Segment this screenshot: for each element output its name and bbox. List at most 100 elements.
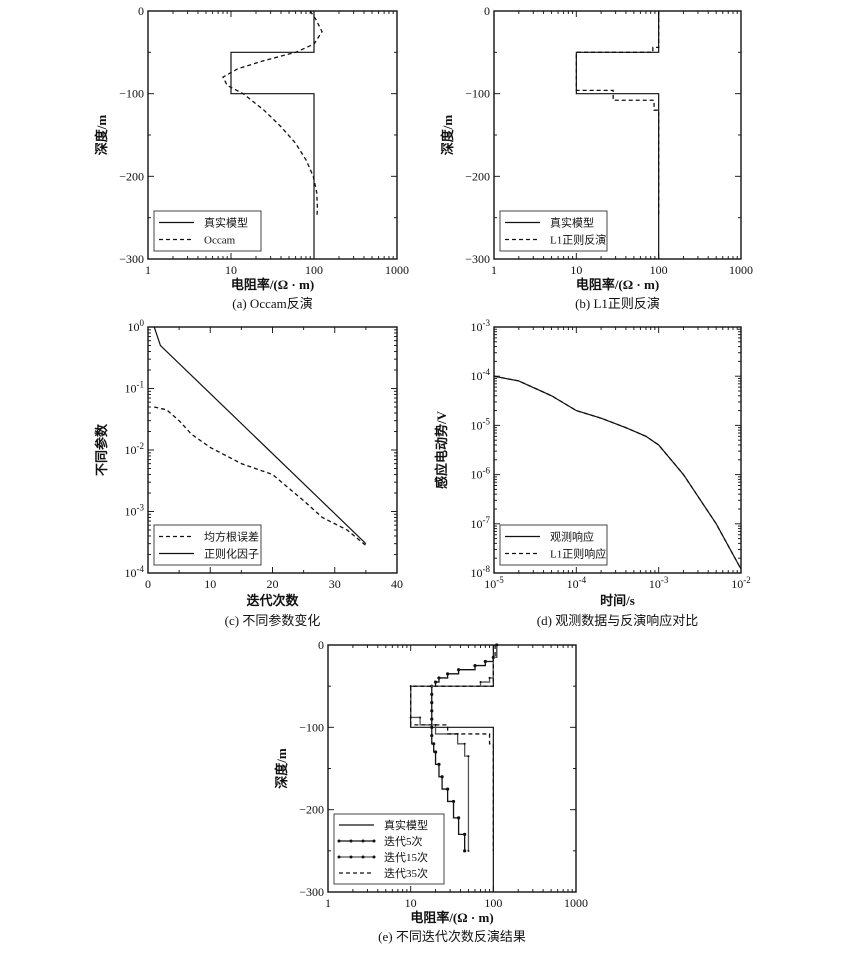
x-tick-label: 10 <box>405 896 417 910</box>
series-marker <box>437 762 441 766</box>
y-tick-label: −300 <box>119 252 144 266</box>
y-tick-label: −300 <box>465 252 490 266</box>
legend <box>153 210 262 252</box>
legend-marker <box>361 855 365 859</box>
y-tick-label: 10-5 <box>471 416 491 432</box>
x-tick-label: 10 <box>225 263 237 277</box>
legend-label: 正则化因子 <box>204 547 259 561</box>
y-tick-label: 10-6 <box>471 466 491 482</box>
series-line <box>154 406 367 547</box>
chart-caption: (e) 不同迭代次数反演结果 <box>378 929 526 944</box>
y-tick-label: −200 <box>465 169 490 183</box>
series-marker <box>430 709 434 713</box>
series-marker <box>483 659 487 664</box>
plot-frame <box>327 644 577 893</box>
legend-marker <box>337 855 341 859</box>
x-tick-label: 10-3 <box>649 575 669 591</box>
series-line <box>222 10 323 218</box>
legend <box>499 524 608 566</box>
series-marker <box>463 742 466 745</box>
series-marker <box>479 681 482 684</box>
series-line <box>431 645 498 851</box>
y-tick-label: 10-4 <box>471 367 491 383</box>
y-axis-label: 感应电动势/V <box>434 410 449 489</box>
x-axis-label: 电阻率/(Ω · m) <box>231 277 314 292</box>
y-tick-label: 100 <box>128 318 145 334</box>
x-tick-label: 40 <box>391 577 403 591</box>
series-marker <box>446 672 450 676</box>
y-tick-label: −200 <box>119 169 144 183</box>
series-marker <box>430 692 434 697</box>
x-tick-label: 1000 <box>729 263 753 277</box>
x-tick-label: 1 <box>145 263 151 277</box>
series-marker <box>437 676 441 680</box>
y-tick-label: 0 <box>138 4 144 18</box>
x-tick-label: 100 <box>650 263 668 277</box>
y-tick-label: 10-1 <box>125 380 145 396</box>
legend-label: L1正则响应 <box>550 547 606 561</box>
chart-caption: (c) 不同参数变化 <box>225 613 321 628</box>
legend-marker <box>361 839 365 843</box>
series-line <box>153 326 367 545</box>
x-tick-label: 10 <box>570 263 582 277</box>
series-marker <box>430 717 434 721</box>
y-axis-label: 深度/m <box>274 748 289 789</box>
legend <box>153 524 262 566</box>
legend-marker <box>337 839 341 843</box>
plot-frame <box>493 326 742 574</box>
series-line <box>410 645 498 851</box>
x-axis-label: 迭代次数 <box>246 593 299 608</box>
legend-marker <box>349 855 353 859</box>
x-tick-label: 1000 <box>385 263 409 277</box>
series-marker <box>463 849 467 853</box>
legend-marker <box>372 855 376 859</box>
plot-frame <box>147 10 398 260</box>
series-marker <box>451 799 456 804</box>
y-tick-label: −100 <box>119 87 144 101</box>
series-marker <box>419 716 422 719</box>
y-tick-label: 10-4 <box>125 564 145 580</box>
x-tick-label: 1000 <box>564 896 588 910</box>
legend-label: 迭代5次 <box>384 834 423 848</box>
legend-label: 真实模型 <box>384 818 428 832</box>
legend-marker <box>349 839 353 843</box>
legend <box>333 813 445 885</box>
series-marker <box>432 742 436 746</box>
y-tick-label: 10-2 <box>125 441 145 457</box>
plot-frame <box>147 326 398 574</box>
series-line <box>575 11 660 218</box>
legend <box>499 210 608 252</box>
x-tick-label: 30 <box>329 577 341 591</box>
series-marker <box>430 733 434 738</box>
x-tick-label: 100 <box>305 263 323 277</box>
legend-label: 真实模型 <box>550 216 594 230</box>
series-marker <box>433 750 438 754</box>
x-tick-label: 1 <box>325 896 331 910</box>
series-marker <box>433 680 438 684</box>
legend-label: 真实模型 <box>204 216 248 230</box>
x-tick-label: 20 <box>267 577 279 591</box>
series-marker <box>430 725 434 729</box>
legend-label: 观测响应 <box>550 530 594 544</box>
x-tick-label: 10-5 <box>484 575 504 591</box>
chart-caption: (a) Occam反演 <box>232 296 313 311</box>
chart-caption: (b) L1正则反演 <box>575 296 660 311</box>
x-axis-label: 电阻率/(Ω · m) <box>410 910 493 925</box>
x-tick-label: 10-4 <box>567 575 587 591</box>
y-tick-label: −200 <box>299 803 324 817</box>
series-line <box>493 375 742 570</box>
series-marker <box>440 775 444 779</box>
series-marker <box>488 676 491 679</box>
legend-label: L1正则反演 <box>550 233 606 247</box>
x-tick-label: 0 <box>145 577 151 591</box>
y-tick-label: −300 <box>299 885 324 899</box>
x-tick-label: 1 <box>491 263 497 277</box>
y-axis-label: 深度/m <box>94 115 109 156</box>
plot-frame <box>493 10 742 260</box>
